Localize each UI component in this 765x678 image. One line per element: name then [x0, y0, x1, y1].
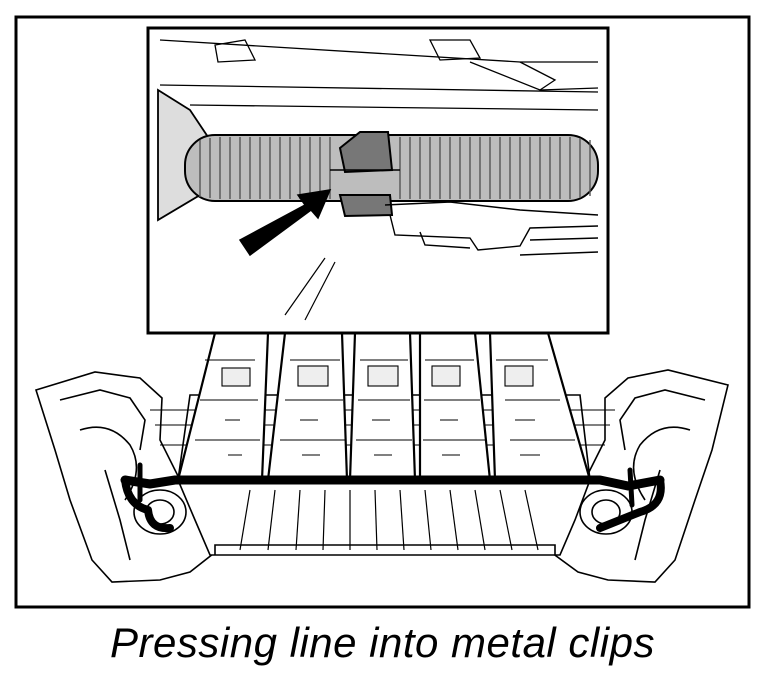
metal-clip [338, 131, 394, 174]
brake-line [120, 462, 665, 533]
clip-details [195, 359, 575, 456]
clip-callouts [176, 331, 592, 482]
floor-ribs [239, 489, 539, 551]
magnified-inset [146, 26, 610, 335]
hose-ribs [199, 137, 591, 199]
press-arrow [238, 189, 332, 257]
clip-callout-3 [348, 331, 417, 482]
figure-caption: Pressing line into metal clips [110, 619, 655, 666]
